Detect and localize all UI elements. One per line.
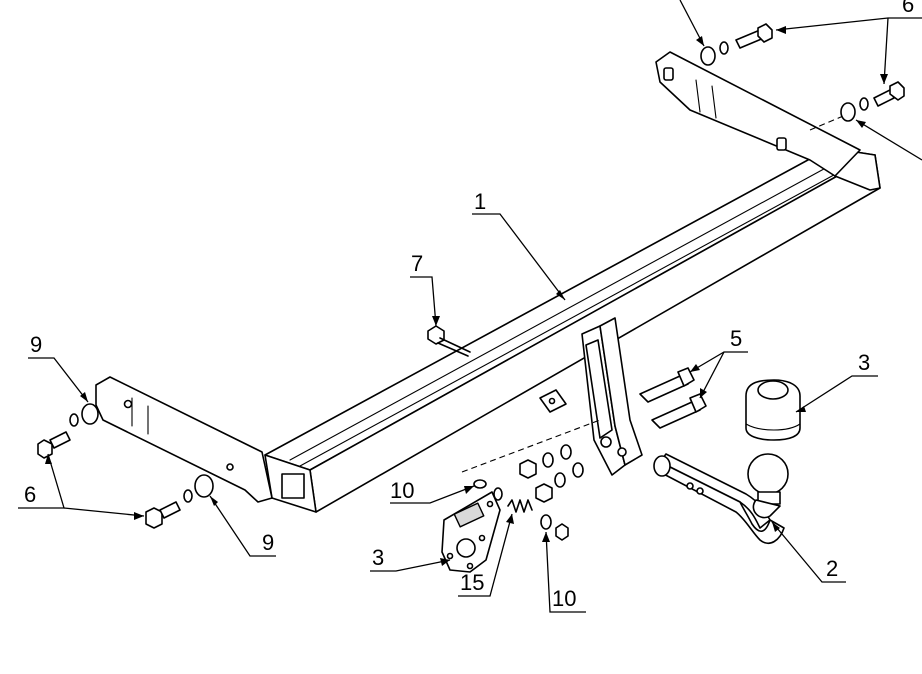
leader-3-left — [370, 559, 451, 572]
leader-9-top — [28, 357, 89, 403]
leader-1 — [472, 213, 566, 301]
leader-2 — [771, 521, 846, 583]
center-fasteners — [519, 444, 584, 503]
left-fasteners-bottom — [145, 474, 214, 529]
spring-15 — [493, 487, 569, 541]
leader-10-top — [390, 485, 475, 504]
towball-neck — [653, 453, 789, 544]
right-fasteners-top — [700, 23, 773, 66]
left-fasteners-top — [37, 403, 99, 459]
leader-10-bottom — [545, 531, 586, 613]
callout-6-top: 6 — [902, 0, 914, 17]
alignment-line — [461, 419, 601, 473]
leader-7 — [410, 276, 437, 327]
callout-3-right: 3 — [858, 350, 870, 375]
callout-5: 5 — [730, 326, 742, 351]
right-side-bracket — [655, 51, 861, 177]
leader-6-top — [775, 17, 922, 31]
bolts-5 — [639, 367, 707, 429]
callout-3-left: 3 — [372, 545, 384, 570]
callout-15: 15 — [460, 570, 484, 595]
ball-cover-cap — [745, 379, 801, 441]
hitch-mount-plates — [581, 317, 643, 476]
callout-2: 2 — [826, 556, 838, 581]
leader-15 — [458, 513, 513, 597]
leader-9-right — [855, 119, 922, 161]
callout-1: 1 — [474, 189, 486, 214]
leader-9-bottom — [209, 495, 276, 557]
callout-6-left: 6 — [24, 482, 36, 507]
tow-ball — [747, 453, 789, 495]
leader-3-right — [795, 375, 878, 413]
bolt-7 — [427, 325, 471, 357]
leader-6-top-b — [883, 17, 889, 85]
callout-9-top: 9 — [30, 332, 42, 357]
callout-7: 7 — [411, 251, 423, 276]
leader-6-left-b — [63, 507, 145, 517]
callout-9-bottom: 9 — [262, 530, 274, 555]
callout-10-bottom: 10 — [552, 586, 576, 611]
crossbeam — [264, 147, 881, 513]
left-side-bracket — [95, 376, 273, 503]
right-fasteners-side — [840, 81, 905, 122]
callout-10-top: 10 — [390, 478, 414, 503]
socket-plate — [441, 479, 501, 573]
